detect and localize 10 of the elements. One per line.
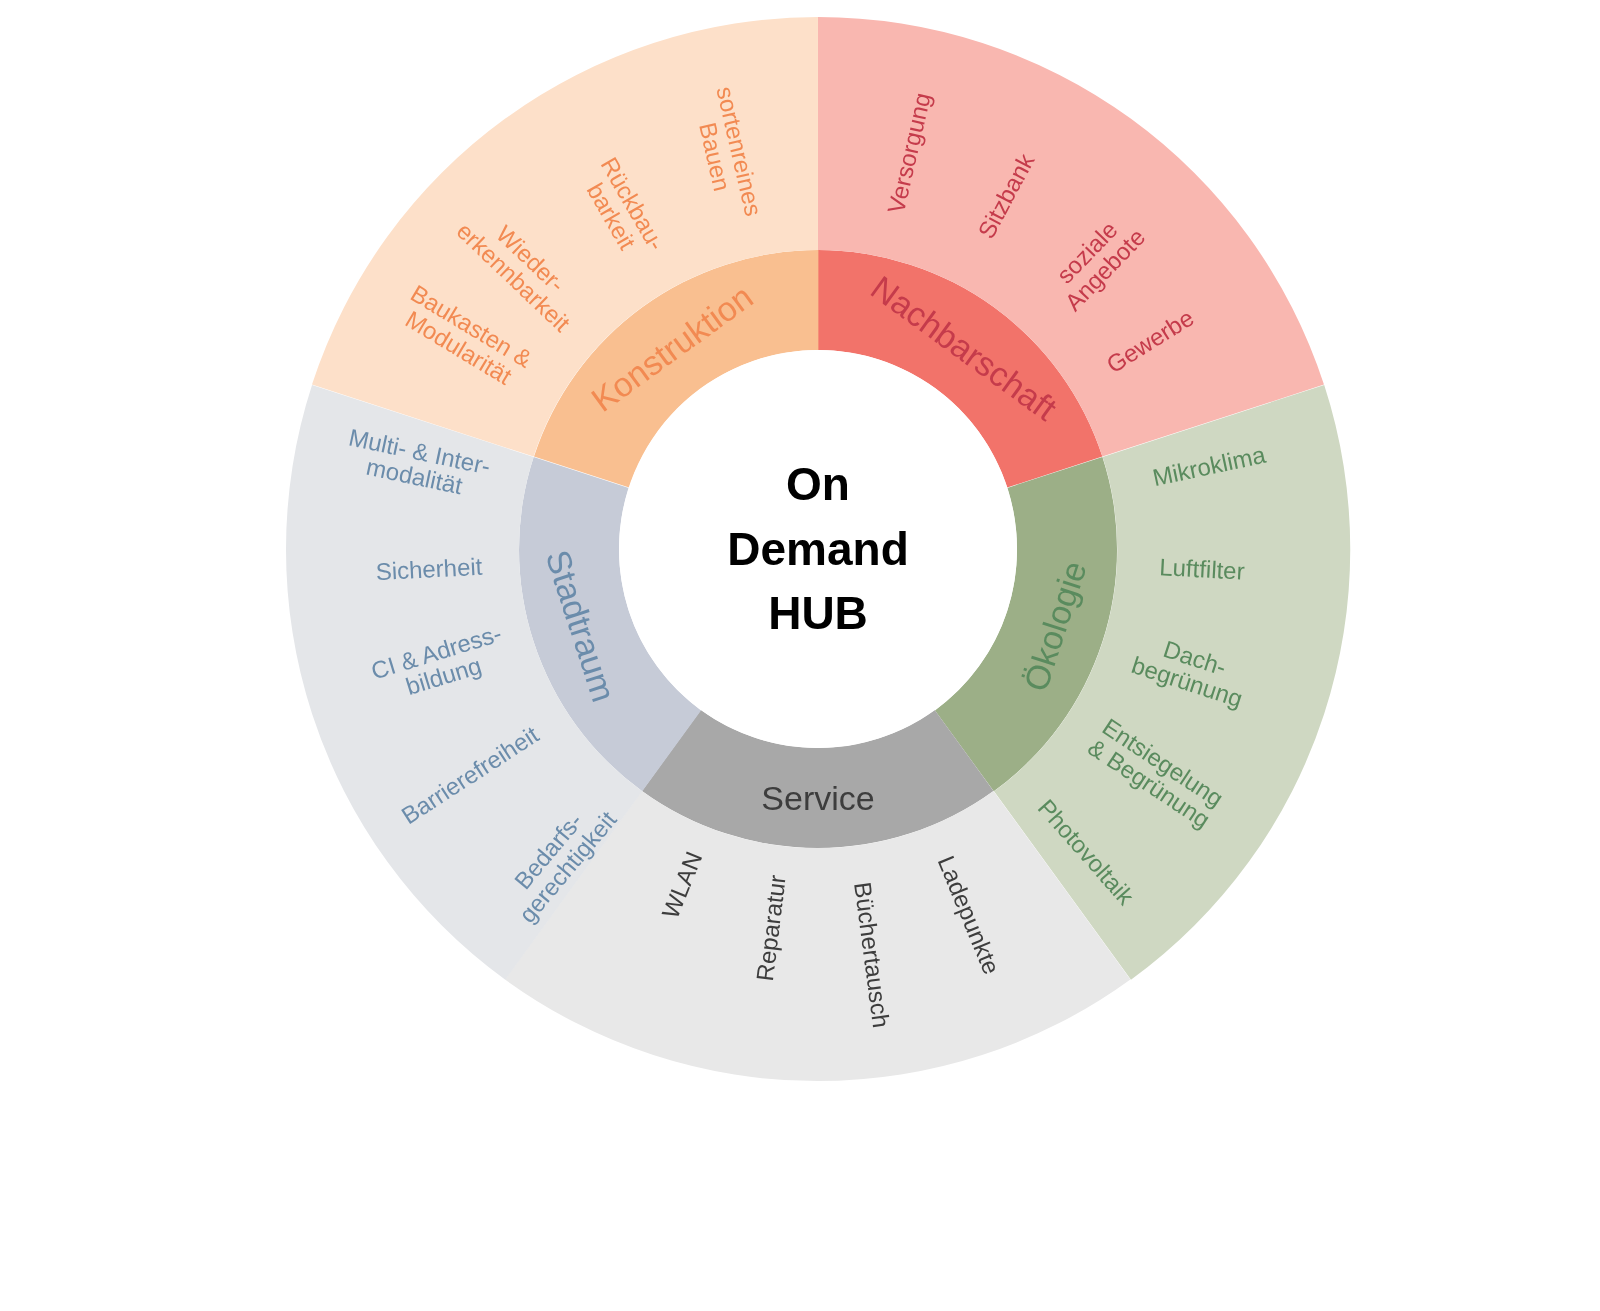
topic-label: CI & Adress- bildung [367, 618, 506, 703]
topic-label: Luftfilter [1159, 554, 1246, 584]
topic-label: Reparatur [752, 873, 791, 983]
topic-label: Mikroklima [1150, 441, 1268, 491]
category-band [642, 710, 994, 848]
topic-label: Multi- & Inter- modalität [345, 422, 494, 502]
topic-label: Sicherheit [374, 554, 483, 585]
hub-title: On Demand HUB [726, 457, 910, 642]
category-label: Service [761, 781, 875, 815]
topic-label: Büchertausch [849, 881, 894, 1030]
